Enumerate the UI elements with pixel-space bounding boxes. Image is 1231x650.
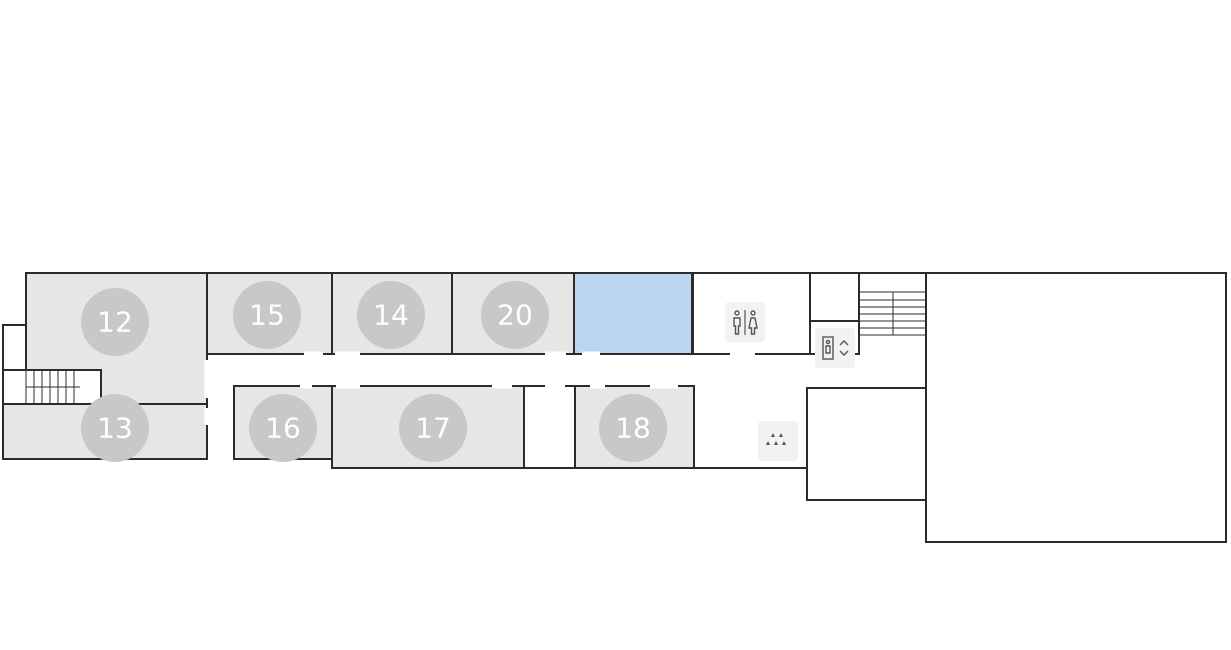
svg-text:12: 12 (97, 306, 133, 339)
stairs-icon (25, 371, 80, 403)
room-badge[interactable]: 12 (81, 288, 149, 356)
doorways (204, 351, 755, 425)
annex-block (806, 387, 927, 501)
room-badge[interactable]: 18 (599, 394, 667, 462)
room-badge[interactable]: 17 (399, 394, 467, 462)
room-badge[interactable]: 13 (81, 394, 149, 462)
room-highlighted[interactable] (573, 272, 693, 355)
room-badge[interactable]: 14 (357, 281, 425, 349)
room-badge[interactable]: 16 (249, 394, 317, 462)
elevator-icon[interactable] (815, 328, 855, 368)
restroom-icon[interactable] (725, 302, 765, 342)
svg-text:14: 14 (373, 299, 409, 332)
svg-text:15: 15 (249, 299, 285, 332)
svg-text:13: 13 (97, 412, 133, 445)
svg-text:18: 18 (615, 412, 651, 445)
room-badge[interactable]: 15 (233, 281, 301, 349)
small-room[interactable] (523, 385, 576, 469)
room-badge[interactable]: 20 (481, 281, 549, 349)
stairs-icon (858, 273, 926, 354)
svg-text:16: 16 (265, 412, 301, 445)
svg-text:17: 17 (415, 412, 451, 445)
meeting-area-icon[interactable] (758, 421, 798, 461)
svg-text:20: 20 (497, 299, 533, 332)
annex-building (925, 272, 1227, 543)
